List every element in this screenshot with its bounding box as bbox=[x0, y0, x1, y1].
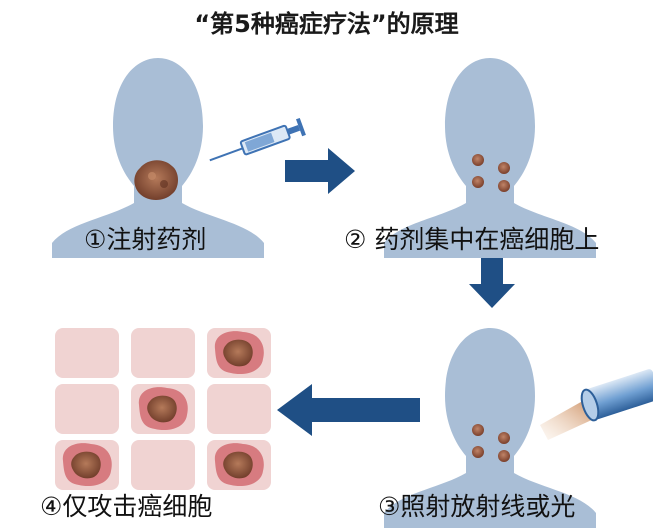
syringe-icon bbox=[209, 117, 306, 162]
tumor-dot bbox=[498, 450, 510, 462]
tumor-dot bbox=[472, 446, 484, 458]
arrow-down-icon bbox=[469, 258, 515, 308]
diagram-title: “第5种癌症疗法”的原理 bbox=[194, 10, 459, 38]
step2-figure bbox=[384, 58, 596, 258]
normal-cell bbox=[131, 328, 195, 378]
step2-caption: ② 药剂集中在癌细胞上 bbox=[344, 225, 600, 254]
cell-grid bbox=[55, 328, 271, 490]
normal-cell bbox=[55, 384, 119, 434]
step4-caption: ④仅攻击癌细胞 bbox=[40, 492, 213, 521]
normal-cell bbox=[131, 440, 195, 490]
tumor-dot bbox=[472, 176, 484, 188]
arrow-left-icon bbox=[277, 384, 420, 436]
tumor-dot bbox=[472, 424, 484, 436]
tumor-icon bbox=[134, 160, 178, 200]
step1-caption: ①注射药剂 bbox=[84, 225, 207, 254]
arrow-right-icon bbox=[285, 148, 355, 194]
tumor-dot bbox=[498, 432, 510, 444]
tumor-icon bbox=[223, 451, 253, 479]
normal-cell bbox=[207, 384, 271, 434]
light-emitter-icon bbox=[540, 369, 653, 440]
step3-figure bbox=[384, 328, 596, 528]
tumor-dot bbox=[498, 162, 510, 174]
tumor-dot bbox=[472, 154, 484, 166]
tumor-dot bbox=[498, 180, 510, 192]
tumor-icon bbox=[71, 451, 101, 479]
normal-cell bbox=[55, 328, 119, 378]
tumor-icon bbox=[223, 339, 253, 367]
step1-figure bbox=[52, 58, 264, 258]
step3-caption: ③照射放射线或光 bbox=[378, 492, 576, 521]
tumor-icon bbox=[147, 395, 177, 423]
